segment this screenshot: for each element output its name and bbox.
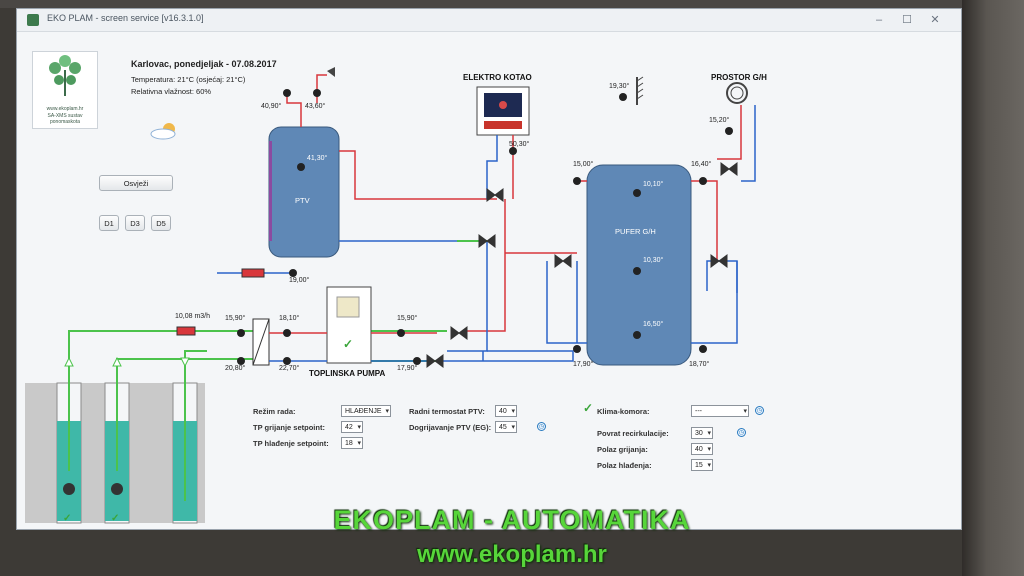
well-1-ok-icon: ✓ — [63, 513, 72, 524]
company-logo: www.ekoplam.hr SA-XMS sustav ponomaskota — [32, 51, 98, 129]
weather-icon — [150, 123, 176, 140]
mode-select[interactable]: HLAĐENJE▾ — [341, 405, 391, 417]
mode-label: Režim rada: — [253, 407, 296, 416]
ptv-tank — [268, 126, 340, 258]
climate-chamber-schedule-clock-icon[interactable]: ◷ — [755, 406, 764, 415]
cooling-supply-label: Polaz hlađenja: — [597, 461, 652, 470]
heat-pump-label: TOPLINSKA PUMPA — [309, 369, 386, 378]
overlay-title: EKOPLAM - AUTOMATIKA — [333, 505, 691, 535]
temp-hx-return: 22,70° — [279, 365, 300, 372]
climate-chamber-select[interactable]: ---▾ — [691, 405, 749, 417]
buffer-label: PUFER G/H — [615, 227, 656, 236]
temp-ptv-tank: 41,30° — [307, 155, 328, 162]
minimize-button[interactable]: – — [875, 14, 883, 26]
temperature-text: Temperatura: 21°C (osjećaj: 21°C) — [131, 75, 246, 84]
humidity-text: Relativna vlažnost: 60% — [131, 87, 212, 96]
app-window: EKO PLAM - screen service [v16.3.1.0] – … — [16, 8, 962, 530]
piping-diagram — [25, 67, 756, 524]
chevron-down-icon: ▾ — [357, 440, 361, 447]
temp-boiler: 50,30° — [509, 141, 530, 148]
d5-button[interactable]: D5 — [151, 215, 171, 231]
d1-button[interactable]: D1 — [99, 215, 119, 231]
well-2-ok-icon: ✓ — [111, 513, 120, 524]
chevron-down-icon: ▾ — [707, 462, 711, 469]
tp-cooling-setpoint-label: TP hlađenje setpoint: — [253, 439, 329, 448]
temp-buffer-return-right: 18,70° — [689, 361, 710, 368]
temp-hp-return: 17,90° — [397, 365, 418, 372]
temp-room-return: 15,20° — [709, 117, 730, 124]
temp-outdoor: 19,30° — [609, 83, 630, 90]
overlay-url: www.ekoplam.hr — [417, 541, 607, 568]
heating-supply-label: Polaz grijanja: — [597, 445, 648, 454]
title-bar: EKO PLAM - screen service [v16.3.1.0] – … — [17, 9, 961, 32]
ptv-thermostat-select[interactable]: 40▾ — [495, 405, 517, 417]
climate-chamber-ok-icon: ✓ — [583, 401, 594, 415]
flow-rate: 10,08 m3/h — [175, 313, 211, 320]
ptv-thermostat-label: Radni termostat PTV: — [409, 407, 485, 416]
ptv-reheat-schedule-clock-icon[interactable]: ◷ — [537, 422, 546, 431]
temp-buffer-return-left: 17,90° — [573, 361, 594, 368]
heating-supply-select[interactable]: 40▾ — [691, 443, 713, 455]
window-title: EKO PLAM - screen service [v16.3.1.0] — [47, 13, 204, 23]
flow-meter — [176, 326, 196, 336]
heat-pump-ok-icon: ✓ — [343, 337, 354, 351]
monitor-bezel-right — [962, 0, 1024, 576]
chevron-down-icon: ▾ — [511, 424, 515, 431]
temp-buffer-out: 16,40° — [691, 161, 712, 168]
recirculation-return-select[interactable]: 30▾ — [691, 427, 713, 439]
schematic-canvas: www.ekoplam.hr SA-XMS sustav ponomaskota… — [17, 31, 961, 529]
temp-hx-out: 18,10° — [279, 315, 300, 322]
cooling-supply-select[interactable]: 15▾ — [691, 459, 713, 471]
sensor-dots — [237, 89, 733, 365]
room-heat-exchanger — [726, 82, 748, 104]
recirculation-return-label: Povrat recirkulacije: — [597, 429, 669, 438]
tree-logo-icon — [49, 55, 81, 96]
chevron-down-icon: ▾ — [511, 408, 515, 415]
electric-boiler-label: ELEKTRO KOTAO — [463, 73, 532, 82]
temp-ptv-supply: 43,60° — [305, 103, 326, 110]
temp-ground-out: 20,80° — [225, 365, 246, 372]
chevron-down-icon: ▾ — [743, 408, 747, 415]
tp-heating-setpoint-select[interactable]: 42▾ — [341, 421, 363, 433]
temp-buffer-top: 10,10° — [643, 181, 664, 188]
temp-hp-supply: 15,90° — [397, 315, 418, 322]
temp-buffer-in: 15,00° — [573, 161, 594, 168]
app-icon — [27, 14, 39, 26]
date-text: Karlovac, ponedjeljak - 07.08.2017 — [131, 59, 277, 69]
temp-ground-in: 15,90° — [225, 315, 246, 322]
chevron-down-icon: ▾ — [707, 446, 711, 453]
temp-buffer-mid: 10,30° — [643, 257, 664, 264]
ptv-label: PTV — [295, 196, 310, 205]
logo-site: www.ekoplam.hr — [46, 106, 84, 112]
chevron-down-icon: ▾ — [385, 408, 389, 415]
chevron-down-icon: ▾ — [357, 424, 361, 431]
ptv-heater-element — [241, 268, 265, 278]
well-pump-1 — [63, 483, 75, 495]
logo-line2: ponomaskota — [49, 119, 81, 125]
room-label: PROSTOR G/H — [711, 73, 767, 82]
well-pump-2 — [111, 483, 123, 495]
d3-button[interactable]: D3 — [125, 215, 145, 231]
monitor-bezel-top — [0, 0, 1024, 8]
logo-line1: SA-XMS sustav — [47, 113, 83, 119]
temp-ptv-return: 40,90° — [261, 103, 282, 110]
close-button[interactable]: ✕ — [930, 14, 940, 26]
tp-cooling-setpoint-select[interactable]: 18▾ — [341, 437, 363, 449]
ptv-reheat-select[interactable]: 45▾ — [495, 421, 517, 433]
chevron-down-icon: ▾ — [707, 430, 711, 437]
refresh-button[interactable]: Osvježi — [99, 175, 173, 191]
climate-chamber-label: Klima-komora: — [597, 407, 650, 416]
buffer-tank — [586, 164, 692, 366]
maximize-button[interactable]: ☐ — [902, 14, 912, 26]
tp-heating-setpoint-label: TP grijanje setpoint: — [253, 423, 325, 432]
recirculation-schedule-clock-icon[interactable]: ◷ — [737, 428, 746, 437]
temp-ptv-bottom: 19,00° — [289, 277, 310, 284]
ptv-reheat-label: Dogrijavanje PTV (EG): — [409, 423, 492, 432]
temp-buffer-bottom: 16,50° — [643, 321, 664, 328]
